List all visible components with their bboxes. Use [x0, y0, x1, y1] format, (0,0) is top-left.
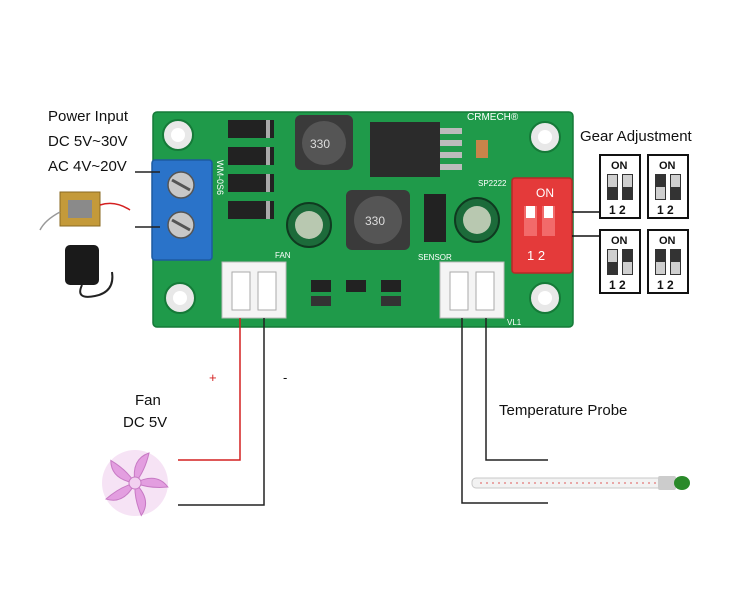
board-dip-on: ON [536, 186, 554, 200]
fan-voltage: DC 5V [123, 414, 168, 431]
diode-array [228, 120, 274, 219]
temperature-probe-icon [471, 476, 690, 490]
board-model-text: WM-0S6 [215, 160, 225, 195]
fan-wire-positive [178, 318, 241, 461]
capacitor-right [454, 197, 500, 243]
gear-switch-4: ON 1 2 [647, 229, 689, 294]
pcb-board: WM-0S6 330 CRMECH® [151, 111, 574, 328]
power-input-ac-range: AC 4V~20V [48, 158, 127, 175]
capacitor-left [286, 202, 332, 248]
power-terminal-block [151, 159, 213, 261]
transformer-icon [39, 191, 131, 231]
fan-minus-label: - [283, 370, 288, 385]
gear-switch-2: ON 1 2 [647, 154, 689, 219]
transistor-row [311, 280, 401, 306]
board-dip-nums: 1 2 [527, 248, 545, 263]
fan-plus-label: + [209, 370, 217, 385]
board-dip-switch: ON 1 2 [511, 177, 573, 274]
mount-hole-tl [162, 119, 194, 151]
inductor-top-label: 330 [310, 137, 330, 151]
inductor-top: 330 [295, 115, 353, 170]
mount-hole-tr [529, 121, 561, 153]
small-capacitor [476, 140, 488, 158]
gear-adjustment-title: Gear Adjustment [580, 128, 692, 145]
probe-wire-b [485, 318, 548, 461]
gear-switch-2-on: ON [659, 160, 676, 172]
power-input-dc-range: DC 5V~30V [48, 133, 128, 150]
sensor-connector-label: SENSOR [418, 253, 452, 262]
gear-switch-2-pins: 1 2 [657, 203, 674, 217]
brand-text: CRMECH® [467, 112, 519, 123]
gear-switch-1-on: ON [611, 160, 628, 172]
gear-switch-3-on: ON [611, 235, 628, 247]
gear-switch-1: ON 1 2 [599, 154, 641, 219]
voltage-regulator [370, 122, 462, 177]
sensor-connector [439, 261, 505, 319]
fan-title: Fan [135, 392, 161, 409]
vl-label: VL1 [507, 318, 522, 327]
fan-icon [102, 450, 169, 517]
fan-connector-label: FAN [275, 251, 291, 260]
gear-switch-4-pins: 1 2 [657, 278, 674, 292]
sp-component [424, 194, 446, 242]
power-input-title: Power Input [48, 108, 129, 125]
gear-switch-3: ON 1 2 [599, 229, 641, 294]
gear-switch-3-pins: 1 2 [609, 278, 626, 292]
probe-wire-a [461, 318, 548, 504]
inductor-bottom-label: 330 [365, 214, 385, 228]
temperature-probe-title: Temperature Probe [499, 402, 628, 419]
gear-switch-4-on: ON [659, 235, 676, 247]
inductor-bottom: 330 [346, 190, 410, 250]
power-adapter-icon [65, 245, 114, 298]
fan-connector [221, 261, 287, 319]
fan-wire-negative [178, 318, 265, 506]
mount-hole-br [529, 282, 561, 314]
sp-label: SP2222 [478, 179, 507, 188]
mount-hole-bl [164, 282, 196, 314]
gear-switch-1-pins: 1 2 [609, 203, 626, 217]
